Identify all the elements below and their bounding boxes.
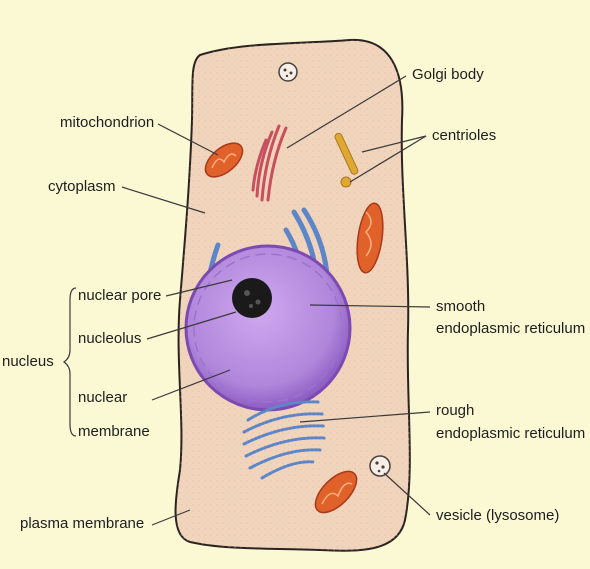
- label-golgi-body: Golgi body: [412, 66, 484, 84]
- label-rough-er-line2: endoplasmic reticulum: [436, 425, 585, 443]
- vesicle-lysosome: [370, 456, 390, 476]
- label-vesicle-lysosome: vesicle (lysosome): [436, 507, 559, 525]
- nucleolus-shape: [232, 278, 272, 318]
- label-centrioles: centrioles: [432, 127, 496, 145]
- label-nuclear-pore: nuclear pore: [78, 287, 161, 305]
- label-smooth-er-line1: smooth: [436, 298, 485, 316]
- label-nuclear-membrane-line1: nuclear: [78, 389, 127, 407]
- label-plasma-membrane: plasma membrane: [20, 515, 144, 533]
- label-nucleus: nucleus: [2, 353, 54, 371]
- label-rough-er-line1: rough: [436, 402, 474, 420]
- vesicle-top: [279, 63, 297, 81]
- label-nucleolus: nucleolus: [78, 330, 141, 348]
- label-cytoplasm: cytoplasm: [48, 178, 116, 196]
- label-mitochondrion: mitochondrion: [60, 114, 154, 132]
- label-smooth-er-line2: endoplasmic reticulum: [436, 320, 585, 338]
- nucleus-shape: [186, 246, 350, 410]
- label-nuclear-membrane-line2: membrane: [78, 423, 150, 441]
